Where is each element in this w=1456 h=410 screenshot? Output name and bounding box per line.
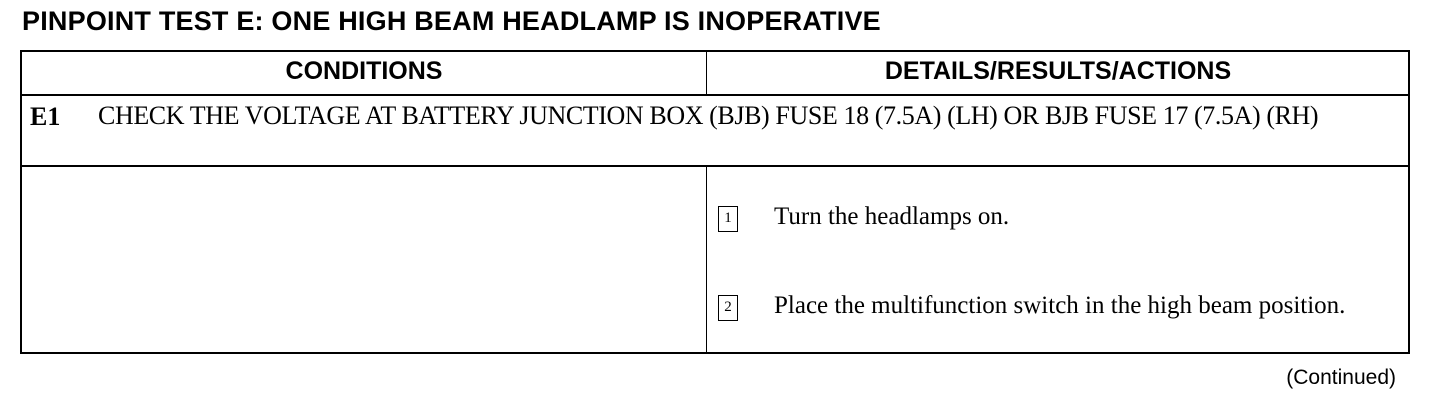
details-column-header: DETAILS/RESULTS/ACTIONS	[884, 57, 1232, 85]
conditions-column-header: CONDITIONS	[285, 57, 443, 85]
step-row-divider	[22, 165, 1408, 167]
action-number-box: 1	[718, 206, 738, 232]
pinpoint-test-table: CONDITIONS DETAILS/RESULTS/ACTIONS E1 CH…	[20, 50, 1410, 354]
page-title: PINPOINT TEST E: ONE HIGH BEAM HEADLAMP …	[22, 6, 881, 36]
action-number-box: 2	[718, 295, 738, 321]
action-item: 1 Turn the headlamps on.	[718, 202, 1374, 232]
action-text: Place the multifunction switch in the hi…	[774, 292, 1346, 319]
step-title: CHECK THE VOLTAGE AT BATTERY JUNCTION BO…	[98, 101, 1319, 130]
continued-label: (Continued)	[1286, 366, 1396, 389]
action-text: Turn the headlamps on.	[774, 203, 1010, 230]
step-id: E1	[30, 102, 61, 131]
column-divider	[706, 166, 707, 354]
action-item: 2 Place the multifunction switch in the …	[718, 291, 1374, 321]
column-divider	[706, 52, 707, 96]
header-row-divider	[22, 94, 1408, 96]
